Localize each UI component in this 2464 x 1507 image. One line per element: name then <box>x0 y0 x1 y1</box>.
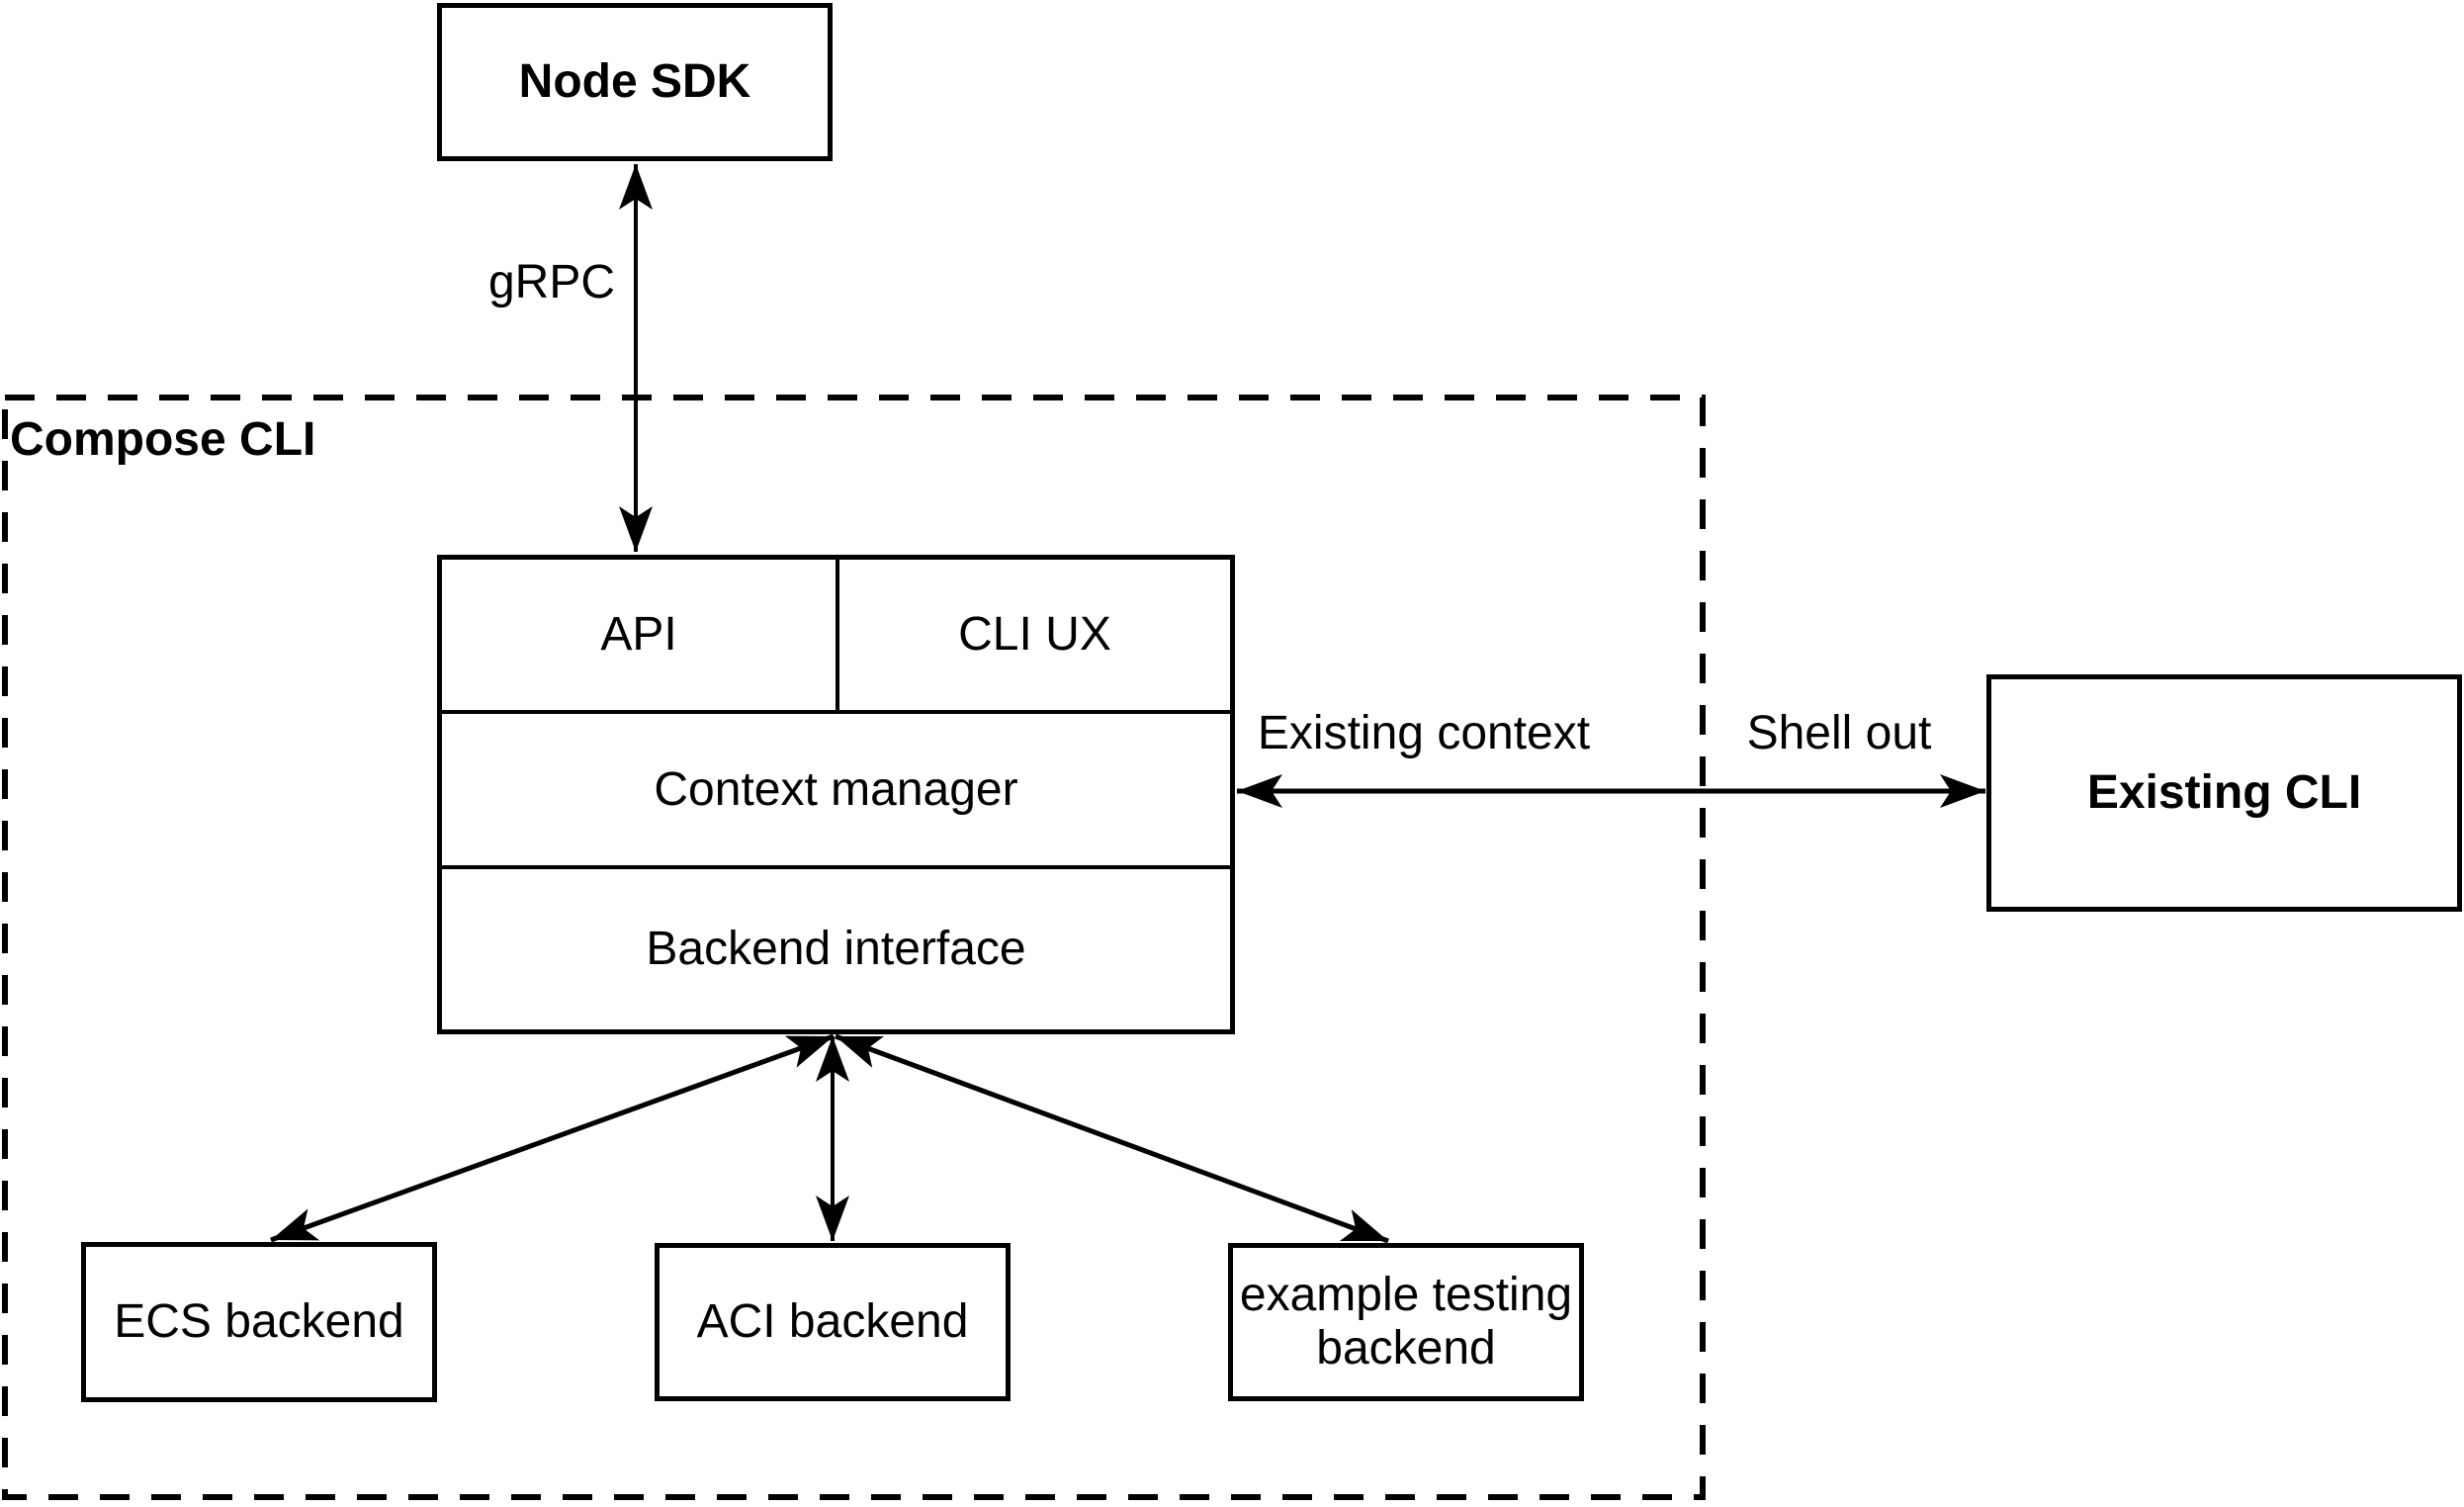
cli-ux-label: CLI UX <box>958 608 1111 661</box>
example-testing-backend-box: example testing backend <box>1228 1243 1584 1401</box>
backend-ecs-arrow <box>270 1033 835 1243</box>
node-sdk-label: Node SDK <box>518 55 751 108</box>
cli-ux-cell: CLI UX <box>839 560 1230 710</box>
backend-example-arrow <box>835 1033 1389 1244</box>
existing-cli-label: Existing CLI <box>2086 766 2362 819</box>
context-manager-cell: Context manager <box>442 714 1230 869</box>
example-testing-backend-label: example testing backend <box>1239 1269 1573 1374</box>
existing-context-edge-label: Existing context <box>1257 707 1591 759</box>
aci-backend-box: ACI backend <box>655 1243 1011 1401</box>
node-sdk-box: Node SDK <box>437 3 833 161</box>
backend-interface-label: Backend interface <box>646 923 1026 975</box>
ecs-backend-label: ECS backend <box>114 1295 404 1348</box>
backend-interface-cell: Backend interface <box>442 869 1230 1029</box>
api-label: API <box>600 608 677 661</box>
ecs-backend-box: ECS backend <box>81 1242 437 1402</box>
grpc-edge-label: gRPC <box>487 256 616 309</box>
context-manager-label: Context manager <box>654 762 1018 816</box>
shell-out-edge-label: Shell out <box>1746 707 1932 759</box>
compose-cli-stack-box: API CLI UX Context manager Backend inter… <box>437 555 1235 1034</box>
compose-cli-container-label: Compose CLI <box>10 413 316 466</box>
existing-cli-box: Existing CLI <box>1986 674 2462 912</box>
api-cell: API <box>442 560 839 710</box>
aci-backend-label: ACI backend <box>696 1295 969 1348</box>
stack-top-row: API CLI UX <box>442 560 1230 714</box>
